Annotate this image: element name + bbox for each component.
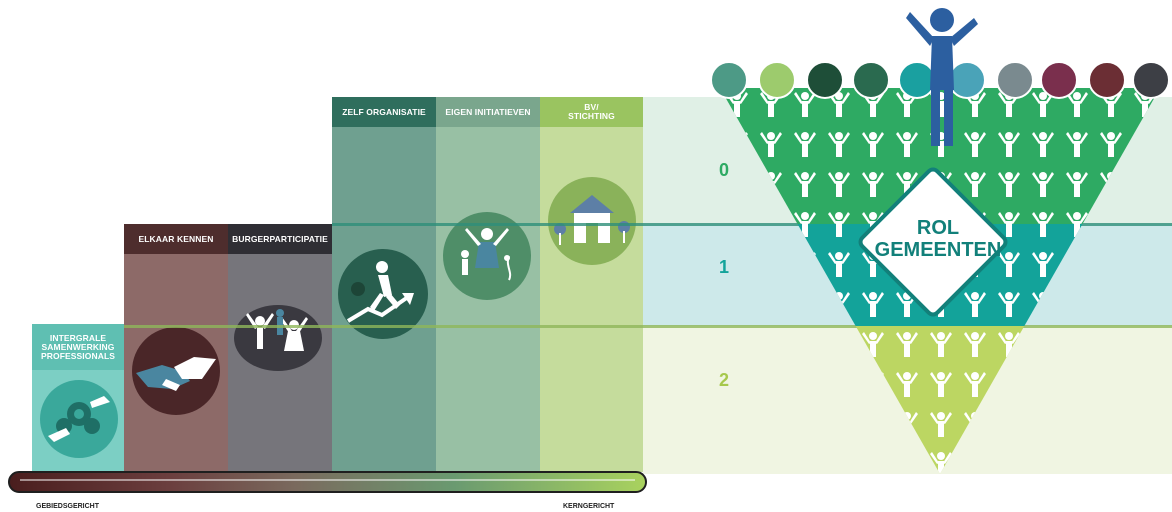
level-1-label: 1 — [719, 257, 730, 277]
police-car-icon — [1040, 61, 1078, 99]
family-icon — [443, 212, 531, 300]
level-line-2 — [124, 325, 1172, 328]
government-building-icon — [898, 61, 936, 99]
diamond-title: ROL GEMEENTEN — [868, 217, 1008, 261]
column-header: BURGERPARTICIPATIE — [228, 224, 332, 254]
handshake-icon — [132, 327, 220, 415]
level-line-1 — [332, 223, 1172, 226]
runner-icon — [996, 61, 1034, 99]
couple-icon — [1132, 61, 1170, 99]
axis-bar-highlight — [20, 479, 635, 481]
column-bv-stichting — [540, 97, 643, 472]
level-0-label: 0 — [719, 160, 730, 180]
people-cheering-icon — [234, 305, 322, 371]
diamond-title-line1: ROL — [916, 217, 960, 239]
axis-right-label: KERNGERICHT — [563, 503, 615, 510]
church-icon — [758, 61, 796, 99]
axis-bar — [8, 471, 647, 493]
person-raised-arms-icon — [906, 8, 978, 146]
column-header: ZELF ORGANISATIE — [332, 97, 436, 127]
axis-left-label: GEBIEDSGERICHT — [36, 503, 100, 510]
documents-icon — [852, 61, 890, 99]
column-header: ELKAAR KENNEN — [124, 224, 228, 254]
building-icon — [548, 177, 636, 265]
gears-hands-icon — [40, 380, 118, 458]
column-header: BV/ STICHTING — [540, 97, 643, 127]
column-header: EIGEN INITIATIEVEN — [436, 97, 540, 127]
running-person-icon — [338, 249, 428, 339]
house-icon — [1088, 61, 1126, 99]
newspaper-icon — [948, 61, 986, 99]
doctor-icon — [806, 61, 844, 99]
level-2-label: 2 — [719, 370, 730, 390]
football-icon — [710, 61, 748, 99]
diamond-title-line2: GEMEENTEN — [874, 239, 1002, 261]
column-header: INTERGRALE SAMENWERKING PROFESSIONALS — [32, 324, 124, 370]
